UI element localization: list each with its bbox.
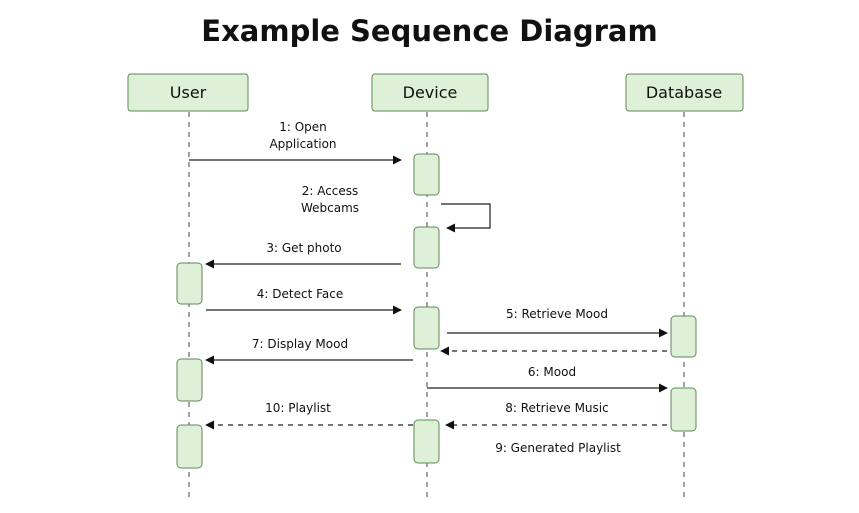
message-3: 3: Get photo — [205, 241, 401, 269]
message-10-label: 10: Playlist — [265, 401, 331, 415]
message-6-label: 6: Mood — [528, 365, 576, 379]
message-5: 5: Retrieve Mood — [447, 307, 668, 338]
activation-device-1 — [413, 153, 440, 196]
actor-user-label: User — [170, 83, 207, 102]
activation-user-2 — [176, 358, 203, 402]
message-7-label: 7: Display Mood — [252, 337, 348, 351]
activation-device-2 — [413, 226, 440, 269]
actor-user: User — [127, 73, 249, 112]
activation-device-4 — [413, 419, 440, 464]
diagram-title: Example Sequence Diagram — [201, 14, 658, 48]
actor-device: Device — [371, 73, 489, 112]
message-8: 8: Retrieve Music — [445, 401, 667, 430]
activation-device-3 — [413, 306, 440, 350]
message-5-label: 5: Retrieve Mood — [506, 307, 608, 321]
activation-user-3 — [176, 424, 203, 469]
message-8-label: 8: Retrieve Music — [505, 401, 608, 415]
message-6: 6: Mood — [427, 365, 668, 393]
message-7: 7: Display Mood — [205, 337, 413, 365]
message-10: 10: Playlist — [205, 401, 413, 430]
message-4: 4: Detect Face — [206, 287, 402, 315]
message-3-label: 3: Get photo — [266, 241, 341, 255]
actor-device-label: Device — [403, 83, 458, 102]
message-4-label: 4: Detect Face — [257, 287, 343, 301]
activation-database-1 — [670, 315, 697, 358]
actor-database-label: Database — [646, 83, 722, 102]
activation-user-1 — [176, 262, 203, 305]
actor-database: Database — [625, 73, 744, 112]
activation-database-2 — [670, 387, 697, 432]
message-9-label: 9: Generated Playlist — [495, 441, 621, 455]
